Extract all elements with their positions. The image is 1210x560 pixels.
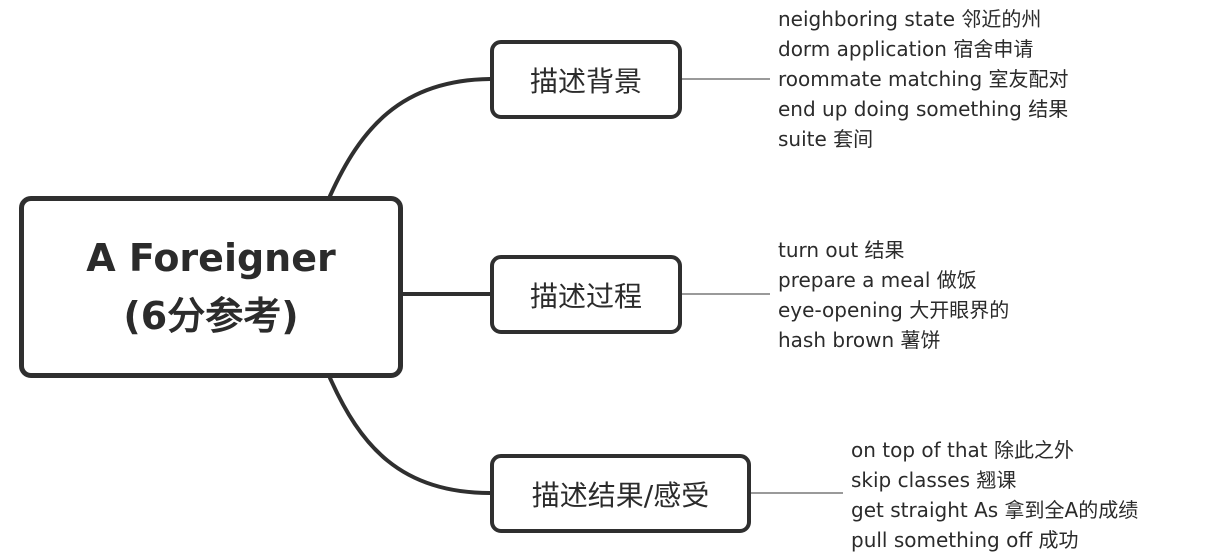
vocab-item[interactable]: hash brown 薯饼 (778, 328, 941, 352)
connector-root-to-result (328, 376, 492, 495)
vocab-item[interactable]: neighboring state 邻近的州 (778, 7, 1042, 31)
vocab-item[interactable]: turn out 结果 (778, 238, 905, 262)
branch-background-label: 描述背景 (529, 64, 642, 98)
vocab-item[interactable]: on top of that 除此之外 (851, 438, 1075, 462)
vocab-item[interactable]: skip classes 翘课 (851, 468, 1017, 492)
vocab-item[interactable]: eye-opening 大开眼界的 (778, 298, 1010, 322)
branch-process-label: 描述过程 (529, 279, 642, 313)
branch-process[interactable]: 描述过程 (490, 255, 682, 334)
vocab-item[interactable]: prepare a meal 做饭 (778, 268, 977, 292)
vocab-item[interactable]: suite 套间 (778, 127, 874, 151)
root-subtitle: (6分参考) (123, 294, 299, 338)
root-title: A Foreigner (86, 236, 336, 280)
vocab-item[interactable]: get straight As 拿到全A的成绩 (851, 498, 1139, 522)
branch-result-label: 描述结果/感受 (531, 478, 710, 512)
vocab-item[interactable]: end up doing something 结果 (778, 97, 1069, 121)
result-vocab-list: on top of that 除此之外 skip classes 翘课 get … (851, 435, 1138, 555)
vocab-item[interactable]: dorm application 宿舍申请 (778, 37, 1034, 61)
branch-result[interactable]: 描述结果/感受 (490, 454, 751, 533)
process-vocab-list: turn out 结果 prepare a meal 做饭 eye-openin… (778, 235, 1009, 355)
root-topic[interactable]: A Foreigner (6分参考) (19, 196, 403, 378)
connector-root-to-background (328, 77, 492, 198)
background-vocab-list: neighboring state 邻近的州 dorm application … (778, 4, 1069, 154)
vocab-item[interactable]: roommate matching 室友配对 (778, 67, 1069, 91)
vocab-item[interactable]: pull something off 成功 (851, 528, 1079, 552)
branch-background[interactable]: 描述背景 (490, 40, 682, 119)
